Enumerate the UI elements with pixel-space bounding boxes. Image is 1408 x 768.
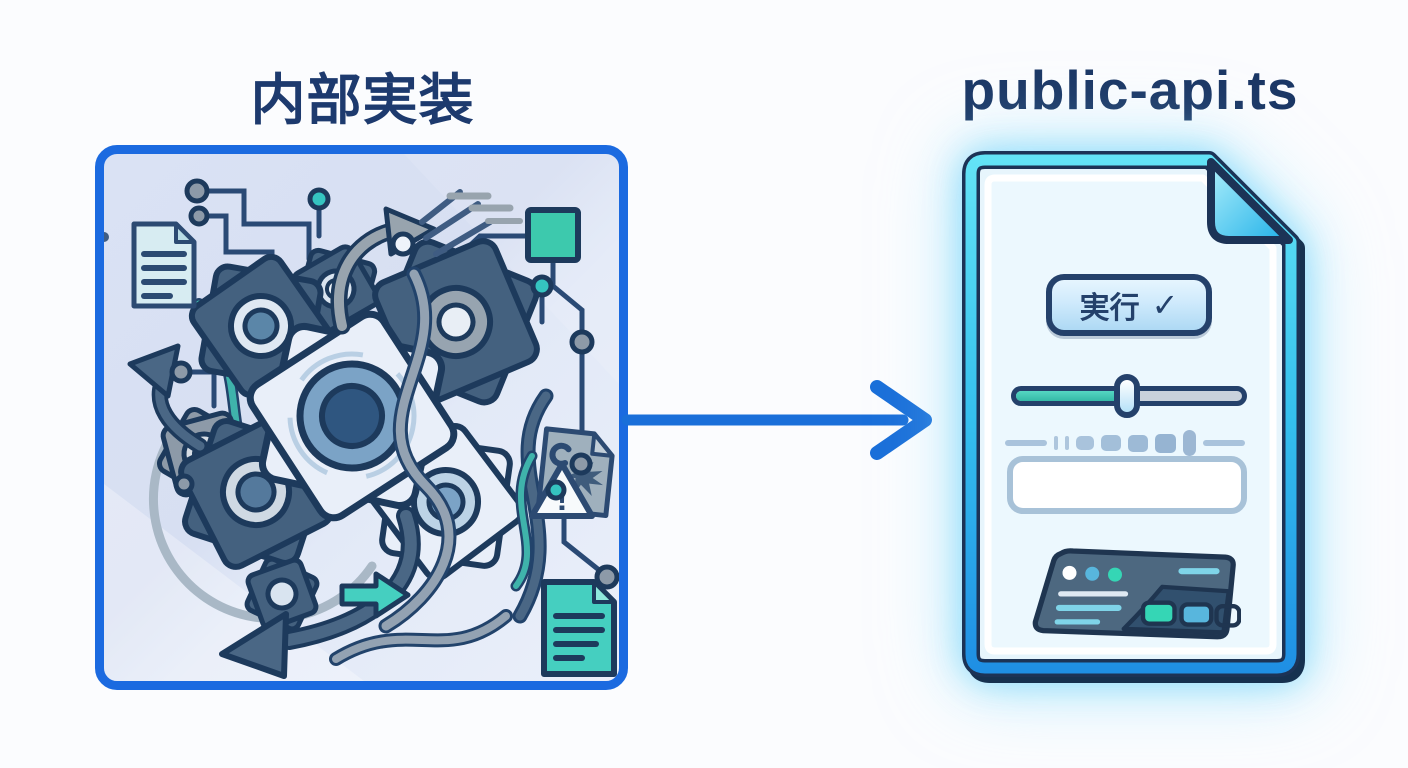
terminal-dot-teal [1108, 567, 1122, 582]
terminal-dot-white [1062, 565, 1077, 580]
run-button-label: 実行 [1079, 292, 1140, 325]
slider-thumb[interactable] [1113, 374, 1140, 418]
page-fold-corner [1207, 158, 1293, 244]
slider-fill [1016, 391, 1127, 401]
document-icon-teal [541, 579, 617, 677]
chip-icon [525, 207, 581, 263]
run-button[interactable]: 実行 ✓ [1046, 274, 1212, 336]
internal-implementation-panel: ! [95, 145, 628, 690]
teal-arrow-icon [339, 571, 411, 619]
terminal-key-outline [1214, 603, 1241, 628]
text-input[interactable] [1045, 464, 1314, 506]
wire-arc [148, 427, 377, 624]
value-slider[interactable] [1011, 374, 1247, 418]
circuit-nodes [169, 178, 619, 590]
flow-arrow-icon [621, 380, 932, 460]
user-input-field[interactable] [1007, 456, 1314, 514]
warning-exclamation: ! [556, 480, 567, 518]
speed-lines [104, 189, 523, 257]
left-section-title: 内部実装 [250, 69, 475, 131]
terminal-key-teal [1140, 600, 1177, 626]
tangled-wires-front [329, 266, 538, 666]
terminal-key-blue [1179, 602, 1214, 627]
gear-icon [244, 556, 320, 632]
public-api-file: 実行 ✓ [955, 148, 1314, 686]
terminal-dot-blue [1085, 566, 1100, 581]
terminal-window [1032, 548, 1241, 640]
internal-implementation-illustration: ! [104, 154, 619, 681]
signal-pattern-decoration [1005, 430, 1253, 456]
right-section-title: public-api.ts [961, 59, 1299, 121]
check-icon: ✓ [1151, 287, 1179, 323]
document-icon [131, 221, 197, 309]
